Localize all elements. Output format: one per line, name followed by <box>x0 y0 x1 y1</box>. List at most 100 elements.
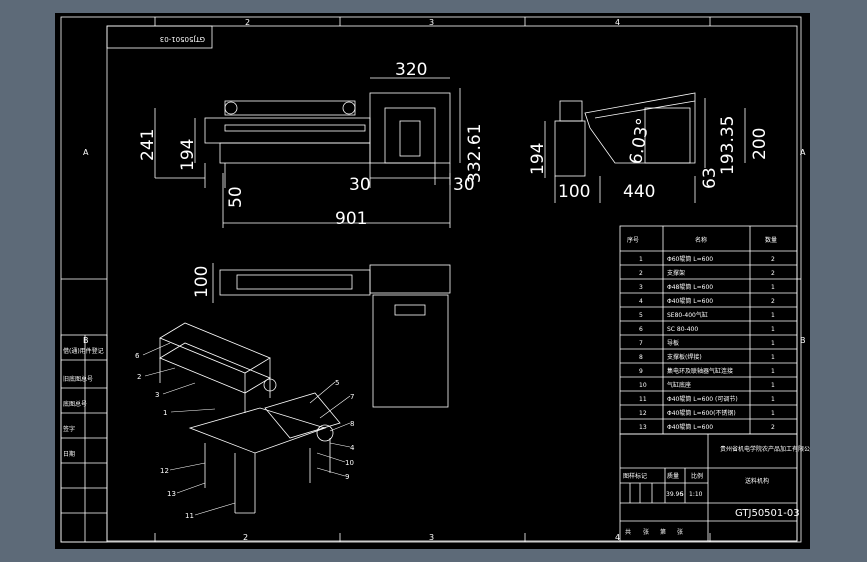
bom-cell-name: Φ60辊筒 L=600 <box>667 255 713 263</box>
bom-cell-name: 气缸底座 <box>667 381 691 389</box>
zone-right-a: A <box>800 148 806 157</box>
bom-cell-no: 3 <box>639 284 643 291</box>
bom-header-no: 序号 <box>627 236 639 244</box>
bom-cell-no: 6 <box>639 326 643 333</box>
dim-front-leg: 50 <box>226 186 246 208</box>
balloon-10: 10 <box>345 459 354 467</box>
iso-view <box>159 322 341 514</box>
drawing-number: GTJ50501-03 <box>735 508 800 519</box>
bom-cell-no: 11 <box>639 396 647 403</box>
zone-left-a: A <box>83 148 89 157</box>
drawing-number-mirrored: GTJ50501-03 <box>160 35 205 43</box>
bom-cell-name: 导板 <box>667 339 679 347</box>
balloon-4: 4 <box>350 444 355 452</box>
zone-top-3: 4 <box>615 18 620 27</box>
bottom-cell-4: 张 <box>677 528 683 536</box>
bom-table <box>619 225 798 435</box>
bom-cell-name: Φ40辊筒 L=600(不锈钢) <box>667 409 736 417</box>
bom-cell-no: 4 <box>639 298 643 305</box>
front-view <box>154 77 461 228</box>
bom-cell-qty: 1 <box>771 326 775 333</box>
strip-label-2: 旧底图总号 <box>63 375 93 383</box>
dim-side-angle: 6.03° <box>626 117 654 166</box>
dim-front-gap-b: 30 <box>453 175 475 195</box>
bom-cell-qty: 1 <box>771 396 775 403</box>
drawing-sheet: 2 3 4 2 3 4 A B A B GTJ50501-03 借(通)用件登记… <box>55 13 816 549</box>
bom-cell-no: 8 <box>639 354 643 361</box>
bom-cell-no: 10 <box>639 382 647 389</box>
bom-cell-qty: 2 <box>771 298 775 305</box>
zone-bottom-1: 2 <box>243 533 248 542</box>
dim-front-height-left: 241 <box>138 129 158 161</box>
weight-label: 质量 <box>667 472 679 480</box>
dim-side-h2: 200 <box>750 128 770 160</box>
bom-cell-name: 支撑架 <box>667 269 685 277</box>
top-view <box>212 263 451 408</box>
bom-cell-name: 支撑板(焊接) <box>667 353 702 361</box>
strip-label-5: 日期 <box>63 450 75 458</box>
strip-label-1: 借(通)用件登记 <box>63 347 104 355</box>
bom-cell-qty: 1 <box>771 340 775 347</box>
bom-cell-no: 13 <box>639 424 647 431</box>
company-name: 贵州省机电学院农产品加工有限公司 <box>720 445 810 453</box>
dim-top-width: 100 <box>192 266 212 298</box>
balloon-2: 2 <box>137 373 141 381</box>
balloon-9: 9 <box>345 473 349 481</box>
dim-front-top: 320 <box>395 60 427 80</box>
bottom-cell-1: 共 <box>625 528 631 536</box>
zone-top-1: 2 <box>245 18 250 27</box>
scale-label: 比例 <box>691 472 703 480</box>
bom-cell-qty: 1 <box>771 382 775 389</box>
strip-label-3: 底图总号 <box>63 400 87 408</box>
bottom-cell-3: 第 <box>660 528 666 536</box>
zone-bottom-3: 4 <box>615 533 620 542</box>
dim-side-left: 100 <box>558 182 590 202</box>
balloon-11: 11 <box>185 512 194 520</box>
dim-side-h1: 193.35 <box>718 116 738 175</box>
bom-cell-name: SE80-400气缸 <box>667 311 708 319</box>
title-block <box>619 433 798 542</box>
bom-cell-name: 集电环及联轴器气缸连接 <box>667 367 733 375</box>
balloon-6: 6 <box>135 352 140 360</box>
dim-side-small: 63 <box>700 167 720 189</box>
bottom-cell-2: 张 <box>643 528 649 536</box>
balloon-5: 5 <box>335 379 339 387</box>
cad-drawing: 2 3 4 2 3 4 A B A B GTJ50501-03 借(通)用件登记… <box>60 16 816 543</box>
bom-cell-no: 12 <box>639 410 647 417</box>
bom-cell-qty: 1 <box>771 284 775 291</box>
bom-cell-name: Φ48辊筒 L=600 <box>667 283 713 291</box>
bom-cell-name: Φ40辊筒 L=600 <box>667 423 713 431</box>
balloon-12: 12 <box>160 467 169 475</box>
mass-value: 39.96 <box>666 491 683 498</box>
sheet-value: 5 <box>680 491 684 498</box>
zone-bottom-2: 3 <box>429 533 434 542</box>
dim-side-base: 440 <box>623 182 655 202</box>
zone-left-b: B <box>83 336 89 345</box>
bom-cell-name: SC 80-400 <box>667 326 698 333</box>
part-name: 送料机构 <box>745 477 769 485</box>
bom-header-qty: 数量 <box>765 236 777 244</box>
bom-cell-name: Φ40辊筒 L=600 <box>667 297 713 305</box>
bom-cell-name: Φ40辊筒 L=600 (可调节) <box>667 395 738 403</box>
balloon-13: 13 <box>167 490 176 498</box>
bom-cell-qty: 1 <box>771 354 775 361</box>
bom-cell-no: 2 <box>639 270 643 277</box>
scale-value: 1:10 <box>689 491 703 498</box>
bom-cell-qty: 1 <box>771 368 775 375</box>
bom-cell-no: 1 <box>639 256 643 263</box>
zone-right-b: B <box>800 336 806 345</box>
dim-front-height-right: 332.61 <box>465 124 485 183</box>
marks-label: 图样标记 <box>623 472 647 480</box>
bom-cell-qty: 1 <box>771 410 775 417</box>
balloon-3: 3 <box>155 391 159 399</box>
dim-front-total: 901 <box>335 209 367 229</box>
bom-cell-qty: 1 <box>771 312 775 319</box>
balloon-7: 7 <box>350 393 354 401</box>
zone-top-2: 3 <box>429 18 434 27</box>
dim-front-gap-a: 30 <box>349 175 371 195</box>
bom-cell-no: 7 <box>639 340 643 347</box>
bom-cell-no: 5 <box>639 312 643 319</box>
dim-side-height: 194 <box>528 143 548 175</box>
bom-cell-qty: 2 <box>771 256 775 263</box>
